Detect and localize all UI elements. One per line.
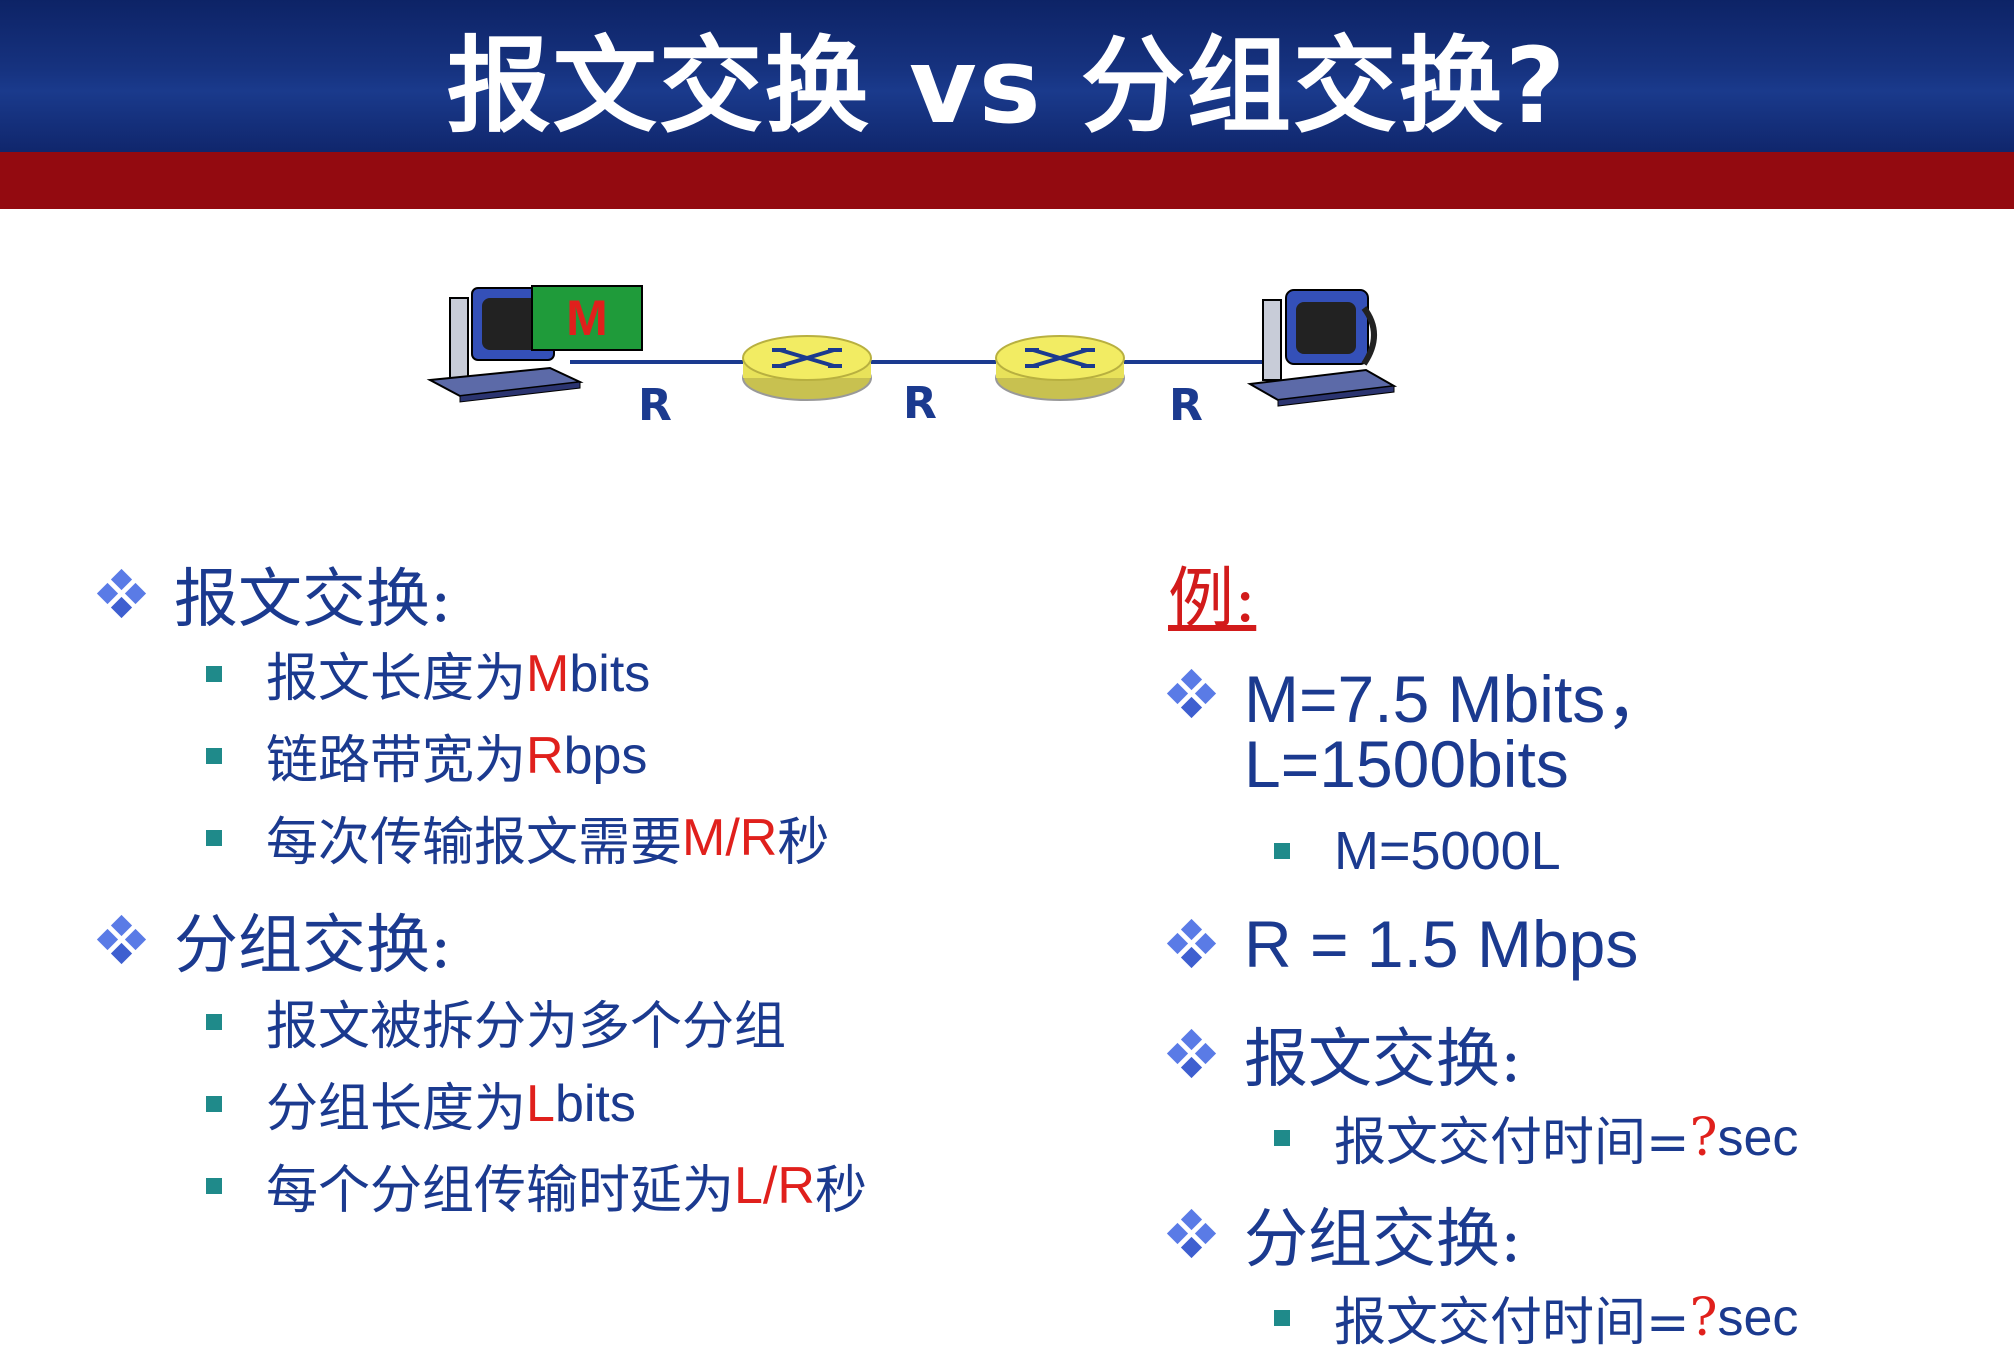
square-bullet-icon [206,665,222,682]
diamond-bullet-icon [1166,1208,1217,1259]
header-accent-band [0,152,2014,209]
slide-header [0,0,2014,152]
list-item: 报文被拆分为多个分组 [206,984,786,1059]
example-msg-heading: 报文交换: [1166,1008,1522,1100]
example-params-cont: L=1500bits [1244,727,1569,801]
router-icon [995,335,1125,401]
square-bullet-icon [1274,843,1290,859]
diamond-bullet-icon [1166,1028,1217,1079]
link-label: R [1169,380,1203,431]
square-bullet-icon [206,829,222,846]
square-bullet-icon [1274,1309,1290,1326]
destination-computer-icon [1246,289,1398,407]
example-params: M=7.5 Mbits， [1166,646,1671,742]
diamond-bullet-icon [1166,668,1217,719]
list-item: 报文交付时间=? sec [1274,1100,1798,1175]
example-title: 例: [1168,560,1257,637]
diamond-bullet-icon [96,914,147,965]
pkt-switch-heading: 分组交换: [96,894,452,986]
message-box: M [531,285,643,351]
example-pkt-heading: 分组交换: [1166,1188,1522,1280]
message-label: M [566,290,608,346]
square-bullet-icon [1274,1129,1290,1146]
network-diagram: M R R R [426,285,1398,431]
link-label: R [903,378,937,429]
router-icon [742,335,872,401]
square-bullet-icon [206,1095,222,1112]
msg-switch-heading: 报文交换: [96,548,452,640]
square-bullet-icon [206,1013,222,1030]
example-rate: R = 1.5 Mbps [1166,906,1638,982]
link-label: R [638,380,672,431]
slide-title: 报文交换 vs 分组交换? [446,24,1568,147]
diamond-bullet-icon [96,568,147,619]
square-bullet-icon [206,1177,222,1194]
list-item: 报文交付时间=? sec [1274,1280,1798,1355]
list-item: M=5000L [1274,820,1561,882]
diamond-bullet-icon [1166,918,1217,969]
square-bullet-icon [206,747,222,764]
